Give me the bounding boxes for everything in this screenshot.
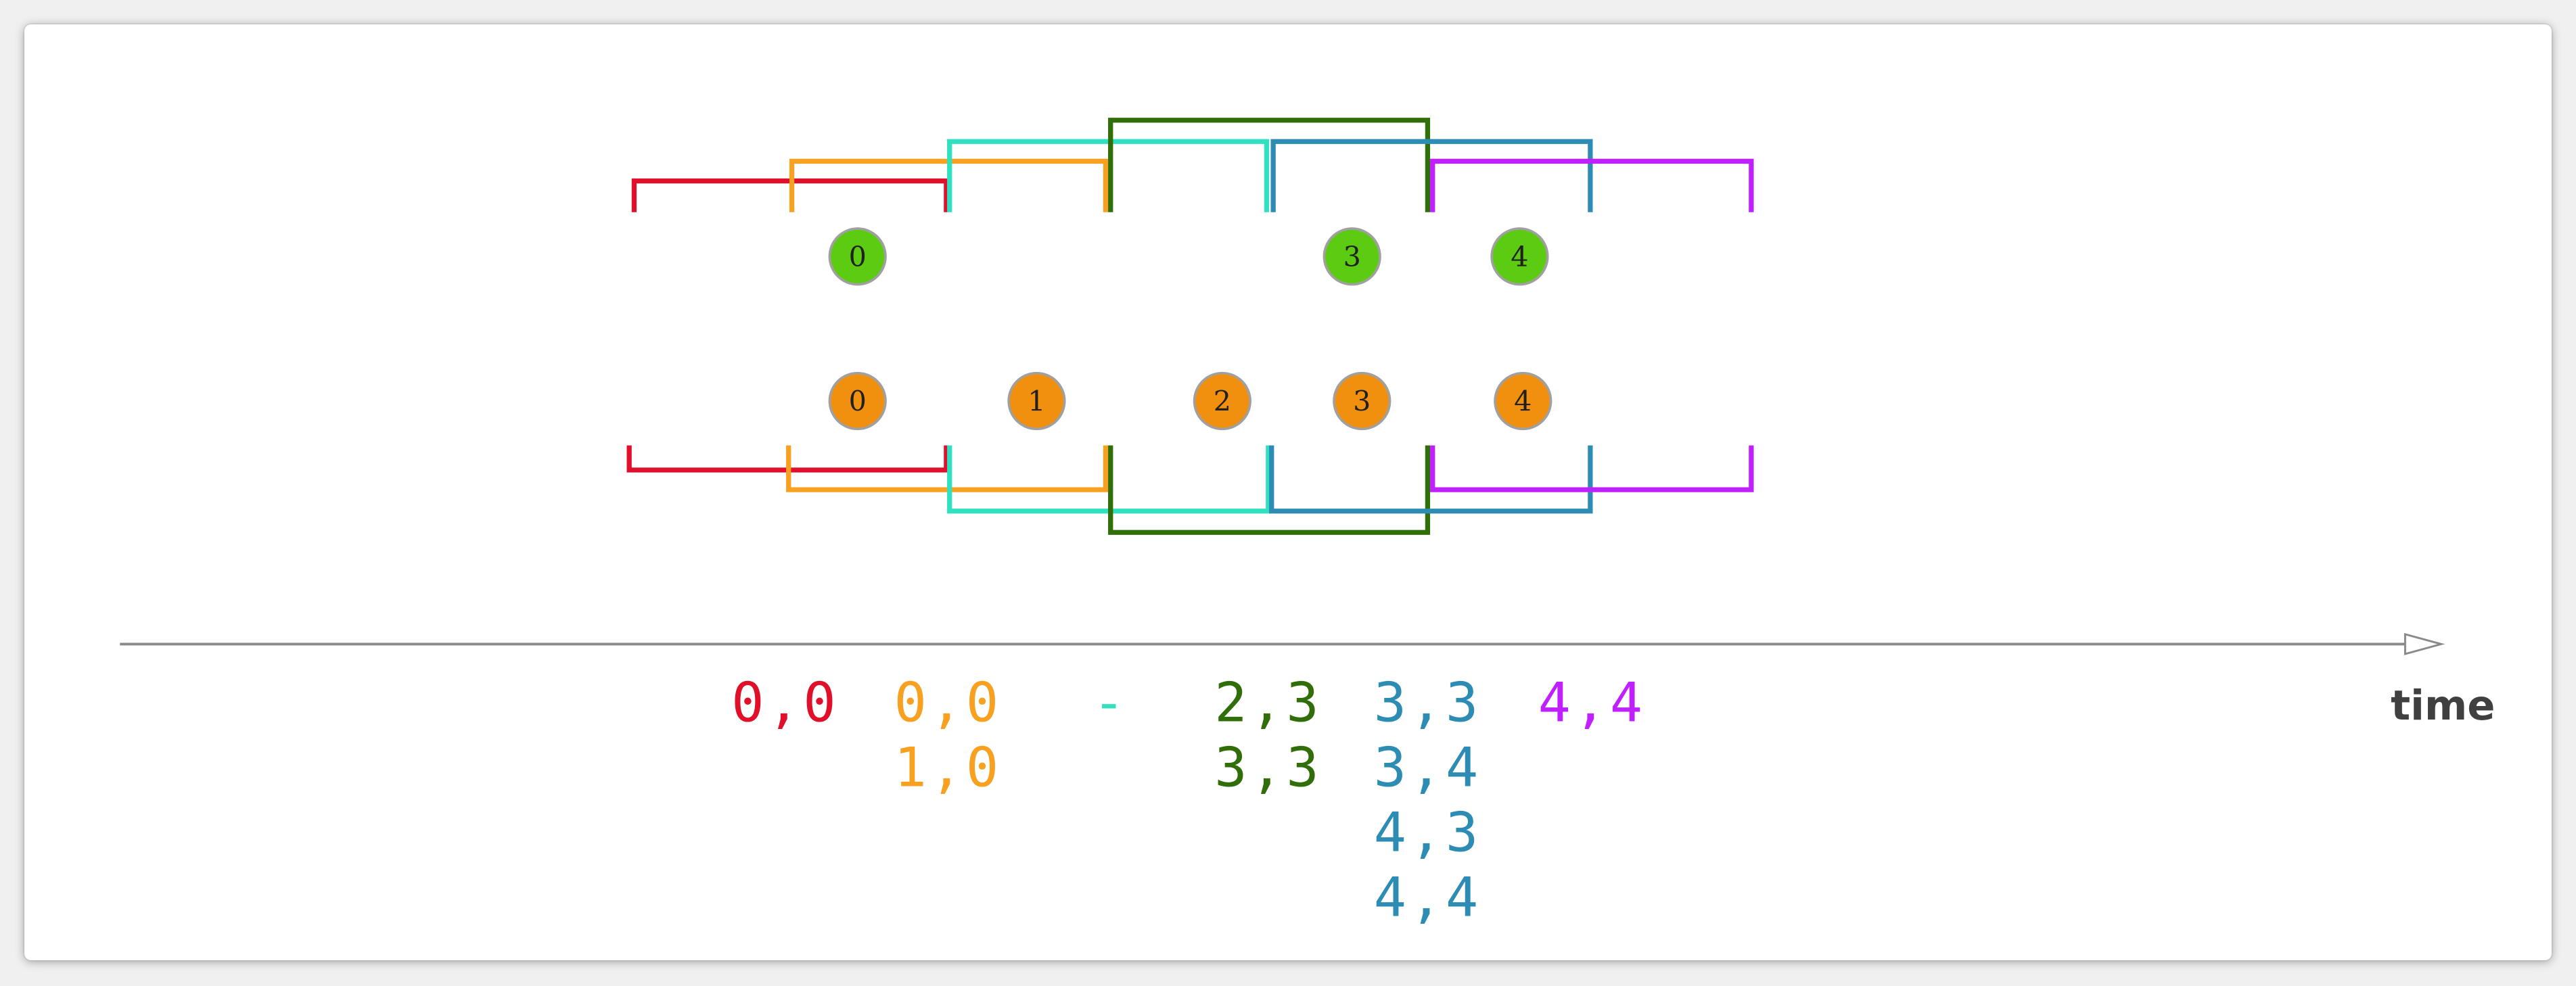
top-stream-marble-circle	[828, 227, 887, 286]
window-1-joined-pair: 0,0	[894, 672, 1002, 734]
window-4-joined-pair: 4,4	[1374, 866, 1481, 929]
time-axis: time	[120, 632, 2495, 730]
bottom-stream-marble-label: 4	[1514, 385, 1532, 418]
bottom-stream-marble-circle	[828, 371, 887, 431]
window-5-joined-pair: 4,4	[1538, 672, 1646, 734]
top-window-3-bracket	[1108, 118, 1431, 212]
bottom-window-5-bracket	[1430, 445, 1754, 492]
bottom-window-3-bracket	[1108, 445, 1431, 535]
top-stream-marble-circle	[1322, 227, 1381, 286]
top-stream-marble: 3	[1322, 227, 1381, 286]
bottom-stream-marbles: 0 1 2 3 4	[828, 371, 1552, 431]
bottom-stream-marble-label: 2	[1214, 385, 1231, 418]
diagram-panel	[24, 24, 2552, 960]
window-3-joined-pair: 3,3	[1214, 736, 1322, 799]
top-stream-marble-circle	[1490, 227, 1549, 286]
top-stream-marble-label: 0	[849, 241, 867, 273]
bottom-stream-marble: 4	[1494, 371, 1552, 431]
bottom-stream-marble: 0	[828, 371, 887, 431]
bottom-stream-marble-circle	[1007, 371, 1066, 431]
top-window-4-bracket	[1270, 139, 1593, 212]
window-4-joined-pair: 3,4	[1374, 736, 1481, 799]
window-2-joined-pair: -	[1092, 672, 1128, 734]
top-stream-marbles: 0 3 4	[828, 227, 1549, 286]
bottom-stream-marble-label: 1	[1028, 385, 1045, 418]
window-4-joined-pair: 4,3	[1374, 801, 1481, 864]
bottom-stream-windows	[626, 445, 1754, 535]
bottom-window-4-bracket	[1269, 445, 1593, 514]
window-4-joined-pair: 3,3	[1374, 672, 1481, 734]
window-0-joined-pair: 0,0	[731, 672, 839, 734]
time-axis-arrowhead-icon	[2404, 632, 2445, 655]
top-stream-windows	[631, 118, 1754, 212]
bottom-stream-marble-circle	[1193, 371, 1251, 431]
bottom-stream-marble-circle	[1494, 371, 1552, 431]
time-axis-label: time	[2391, 682, 2495, 730]
top-window-5-bracket	[1430, 158, 1754, 212]
bottom-stream-marble: 3	[1333, 371, 1392, 431]
bottom-stream-marble-label: 3	[1353, 385, 1371, 418]
top-stream-marble-label: 3	[1343, 241, 1361, 273]
window-1-joined-pair: 1,0	[894, 736, 1002, 799]
bottom-stream-marble-circle	[1333, 371, 1392, 431]
top-stream-marble: 0	[828, 227, 887, 286]
bottom-stream-marble-label: 0	[849, 385, 867, 418]
window-3-joined-pair: 2,3	[1214, 672, 1322, 734]
top-stream-marble: 4	[1490, 227, 1549, 286]
bottom-stream-marble: 2	[1193, 371, 1251, 431]
top-stream-marble-label: 4	[1511, 241, 1528, 273]
bottom-stream-marble: 1	[1007, 371, 1066, 431]
